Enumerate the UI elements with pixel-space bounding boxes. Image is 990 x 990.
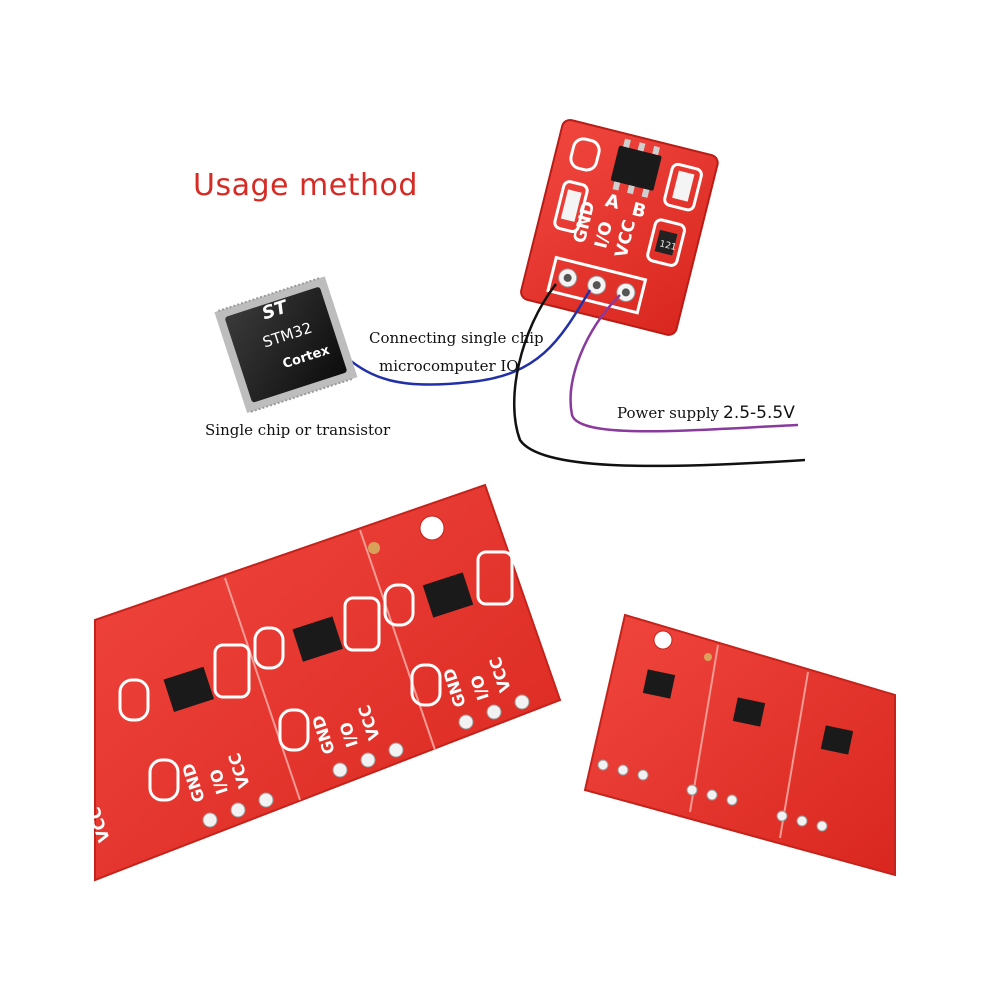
module-strip-small [583, 613, 896, 877]
power-supply-text: Power supply [617, 404, 720, 422]
svg-text:121: 121 [658, 239, 677, 253]
module-strip-large: GND I/O VCC GND I/O VCC GND I/O VCC VCC [85, 483, 562, 882]
svg-text:A: A [603, 190, 622, 214]
single-chip-label: Single chip or transistor [205, 421, 391, 439]
connecting-label-line2: microcomputer IO [379, 357, 519, 375]
gnd-wire [513, 283, 806, 468]
power-voltage-text: 2.5-5.5V [723, 403, 795, 423]
page-title: Usage method [193, 168, 418, 203]
stm32-chip [214, 276, 358, 414]
power-wire [569, 294, 799, 433]
svg-text:B: B [630, 199, 648, 223]
io-wire [337, 289, 592, 386]
touch-module: 121 A B GND I/O VCC [520, 119, 719, 336]
connecting-label-line1: Connecting single chip [369, 329, 544, 347]
